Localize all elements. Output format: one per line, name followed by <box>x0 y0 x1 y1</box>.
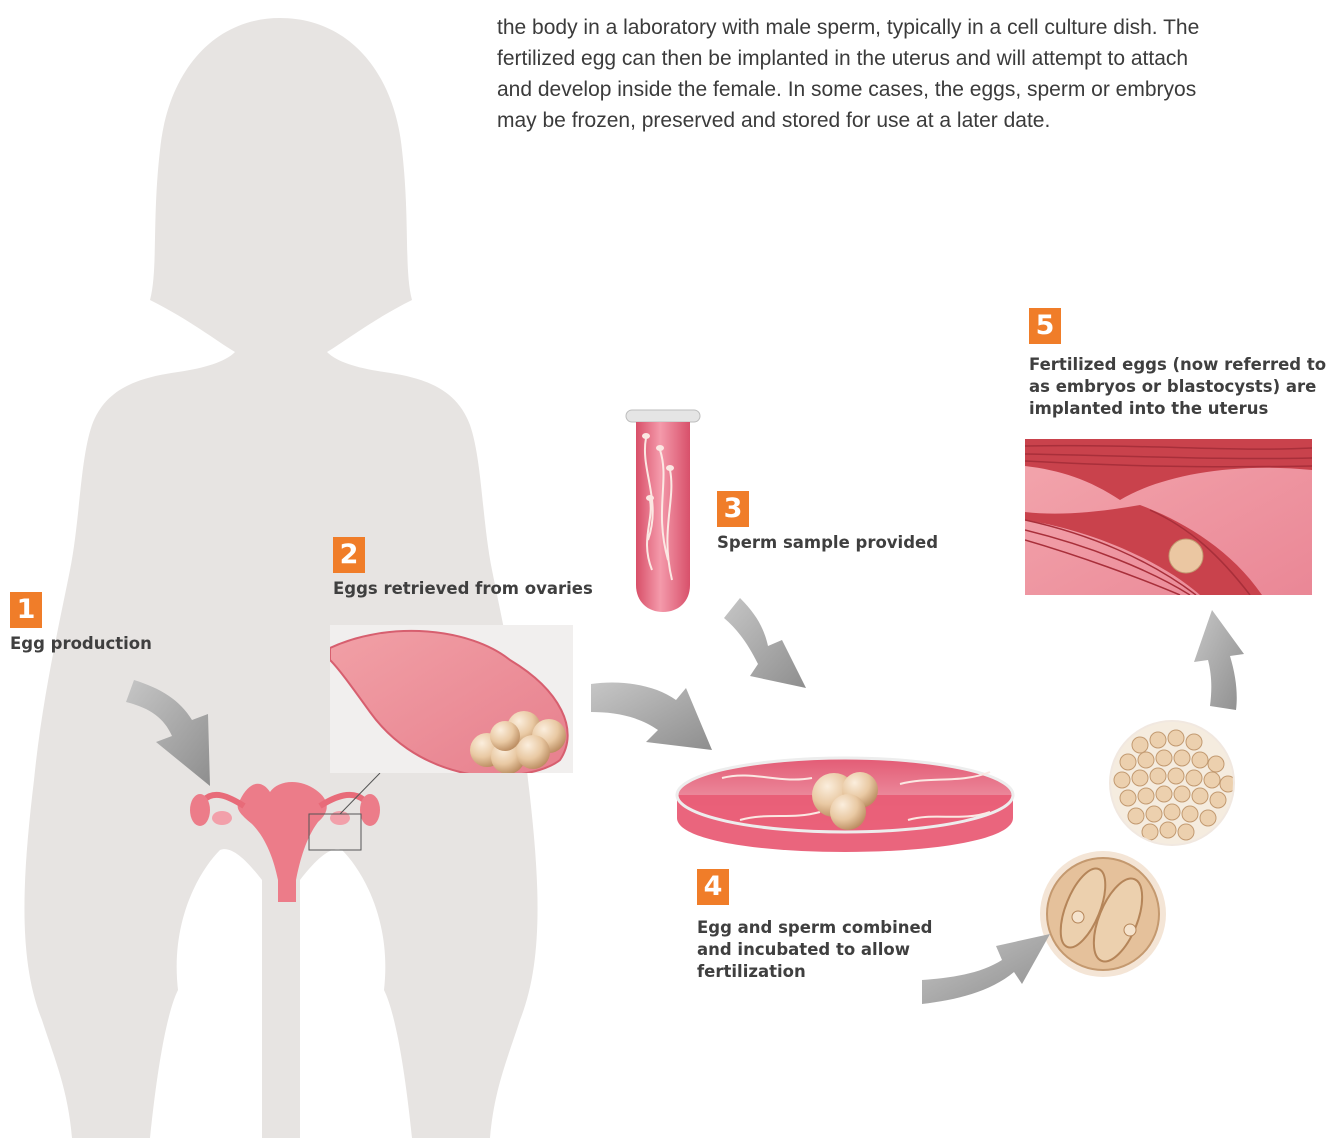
step-label: Fertilized eggs (now referred to as embr… <box>1029 354 1326 420</box>
step-label-line: Fertilized eggs (now referred to <box>1029 354 1326 376</box>
step-label-line: implanted into the uterus <box>1029 398 1326 420</box>
step-label: Eggs retrieved from ovaries <box>333 578 593 600</box>
arrow-tube-to-dish <box>724 598 806 688</box>
arrow-ovary-to-dish <box>591 683 712 750</box>
sperm-test-tube <box>626 410 700 612</box>
intro-line: the body in a laboratory with male sperm… <box>497 12 1341 43</box>
intro-text: the body in a laboratory with male sperm… <box>497 12 1341 136</box>
step-label-line: Egg and sperm combined <box>697 917 933 939</box>
step-2: 2 Eggs retrieved from ovaries <box>333 537 593 600</box>
step-number-badge: 2 <box>333 537 365 573</box>
step-5: 5 Fertilized eggs (now referred to as em… <box>1029 308 1326 420</box>
embryo-two-cell-circle <box>1040 851 1166 977</box>
ovary-panel <box>330 625 573 776</box>
petri-dish <box>677 758 1013 852</box>
step-number-badge: 5 <box>1029 308 1061 344</box>
step-number-badge: 4 <box>697 869 729 905</box>
arrow-blastocyst-to-uterus <box>1194 610 1244 710</box>
step-label: Sperm sample provided <box>717 532 938 554</box>
step-number-badge: 1 <box>10 592 42 628</box>
step-4: 4 Egg and sperm combined and incubated t… <box>697 869 933 983</box>
step-label-line: and incubated to allow <box>697 939 933 961</box>
step-label-line: Egg production <box>10 633 152 655</box>
uterus-lining-panel <box>1025 439 1312 595</box>
step-label: Egg production <box>10 633 152 655</box>
step-label: Egg and sperm combined and incubated to … <box>697 917 933 983</box>
step-label-line: as embryos or blastocysts) are <box>1029 376 1326 398</box>
step-1: 1 Egg production <box>10 592 152 655</box>
arrow-dish-to-embryo <box>922 934 1050 1004</box>
step-3: 3 Sperm sample provided <box>717 491 938 554</box>
step-number-badge: 3 <box>717 491 749 527</box>
step-label-line: Eggs retrieved from ovaries <box>333 578 593 600</box>
intro-line: fertilized egg can then be implanted in … <box>497 43 1341 74</box>
step-label-line: fertilization <box>697 961 933 983</box>
intro-line: and develop inside the female. In some c… <box>497 74 1341 105</box>
intro-line: may be frozen, preserved and stored for … <box>497 105 1341 136</box>
blastocyst-circle <box>1109 720 1236 846</box>
step-label-line: Sperm sample provided <box>717 532 938 554</box>
